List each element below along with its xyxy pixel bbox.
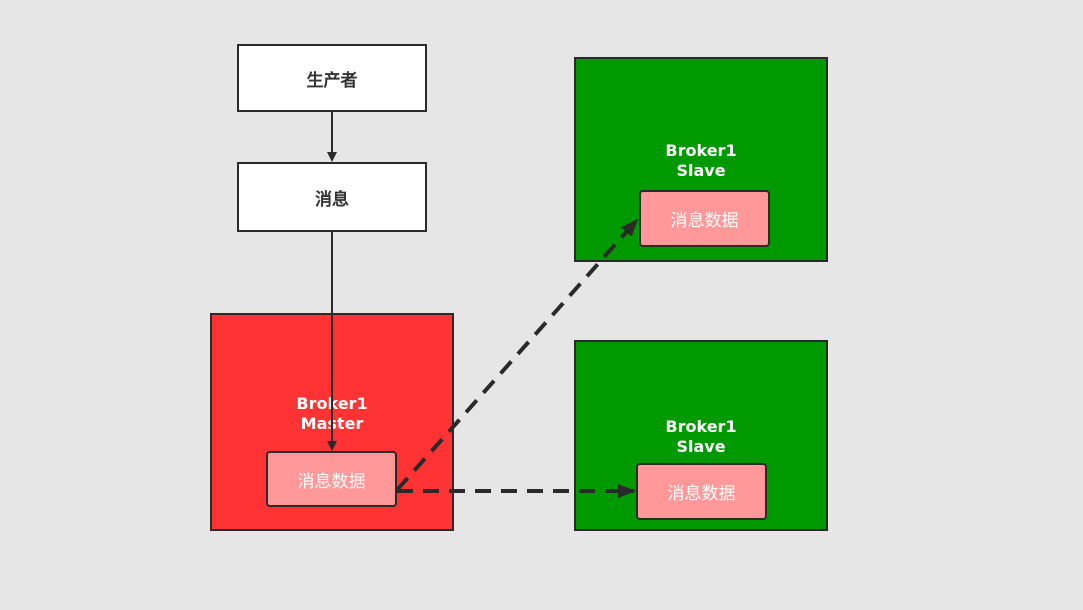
slave-bottom-data-box: 消息数据 — [636, 463, 767, 520]
message-label: 消息 — [315, 189, 349, 210]
slave-bottom-data-label: 消息数据 — [667, 484, 736, 504]
producer-node: 生产者 — [237, 44, 427, 112]
master-data-label: 消息数据 — [297, 471, 366, 492]
message-node: 消息 — [237, 162, 427, 232]
broker-slave-top-title: Broker1 Slave — [576, 141, 826, 181]
slave-top-data-box: 消息数据 — [639, 190, 770, 247]
master-data-box: 消息数据 — [266, 451, 397, 507]
broker-master-title-line2: Master — [300, 414, 364, 433]
broker-slave-top-title-line1: Broker1 — [665, 141, 737, 160]
broker-master-title: Broker1 Master — [212, 394, 452, 434]
producer-label: 生产者 — [306, 70, 358, 91]
broker-master-title-line1: Broker1 — [296, 394, 368, 413]
broker-slave-bottom-title-line1: Broker1 — [665, 417, 737, 436]
broker-slave-top-title-line2: Slave — [676, 161, 726, 180]
slave-top-data-label: 消息数据 — [670, 211, 739, 231]
broker-slave-bottom-title-line2: Slave — [676, 437, 726, 456]
broker-slave-bottom-title: Broker1 Slave — [576, 417, 826, 457]
